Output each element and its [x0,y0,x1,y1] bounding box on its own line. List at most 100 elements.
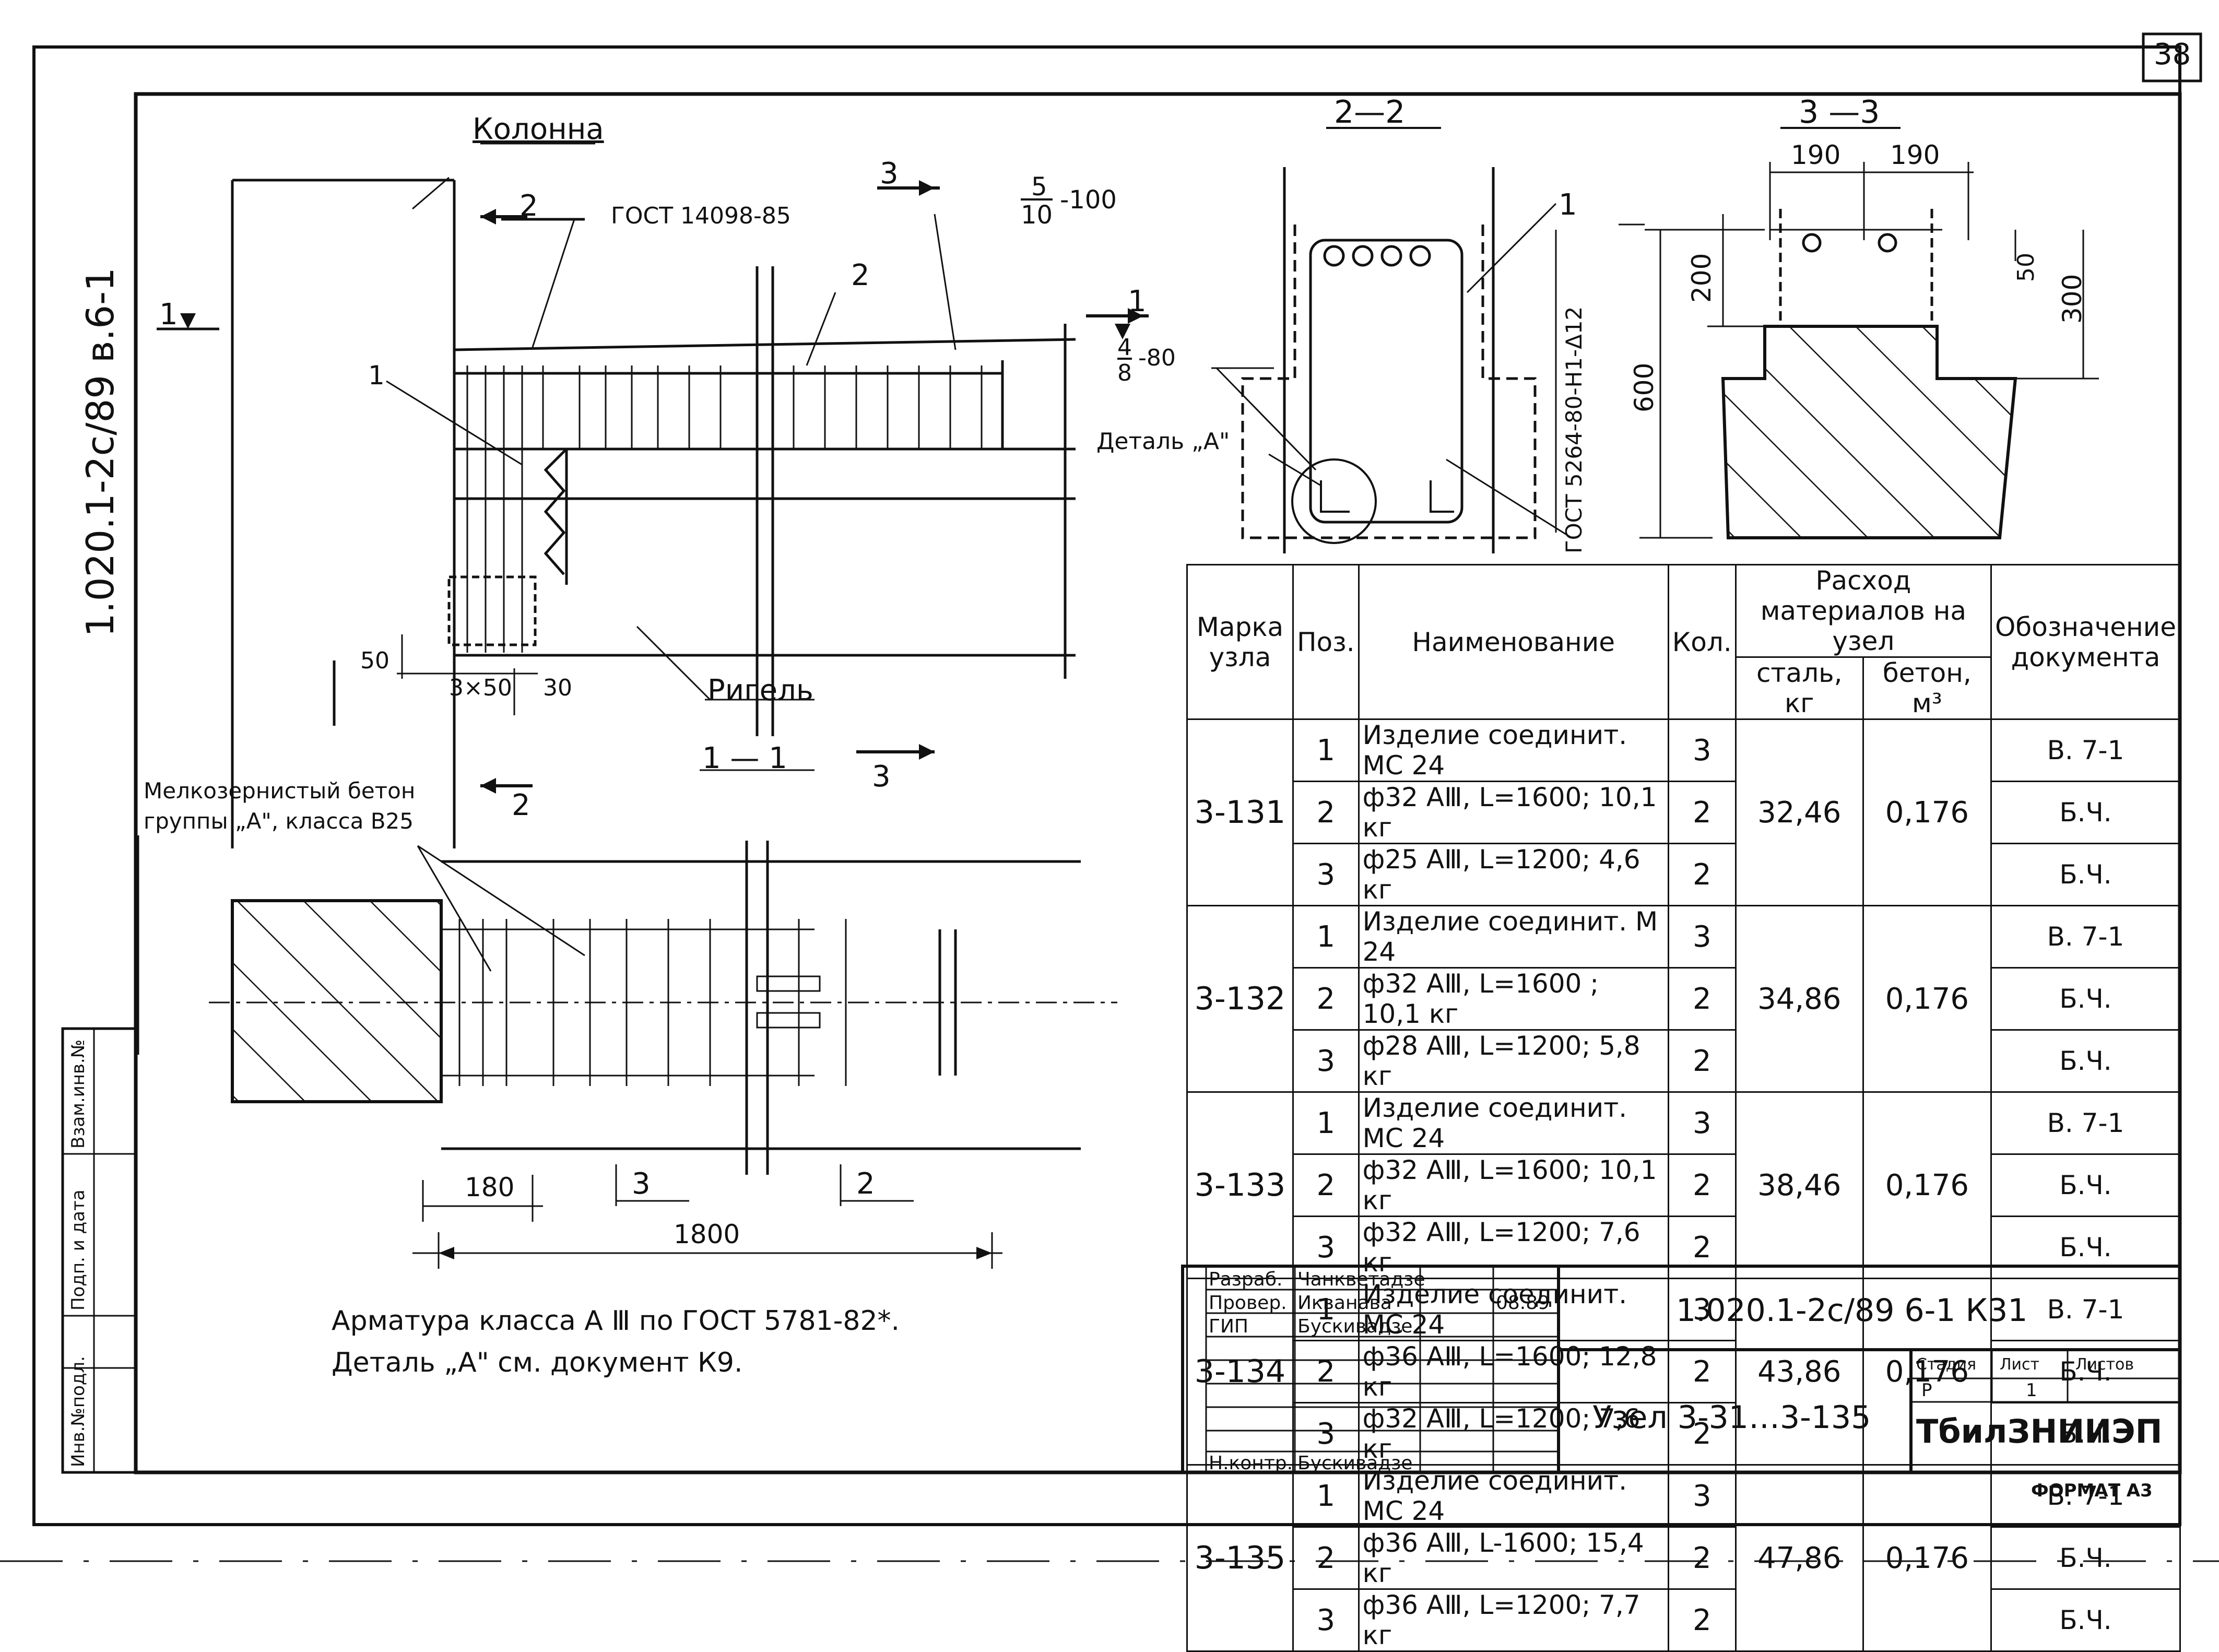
weld-mark-num: 4 [1117,334,1132,361]
column-label: Колонна [473,112,604,146]
section-mark-2-bottom: 2 [512,788,530,822]
row-pos: 1 [1292,1091,1360,1155]
row-doc: Б.Ч. [1990,1216,2181,1279]
node-mark: 3-131 [1186,718,1294,906]
section-mark-3-top: 3 [880,157,899,191]
section-1-1-title: 1 — 1 [702,741,787,775]
role-name-0: Чанкветадзе [1297,1269,1425,1290]
concrete-m3: 0,176 [1862,1091,1992,1279]
review-date: 08.89 [1496,1292,1550,1314]
section-mark-2-top: 2 [520,189,538,223]
row-doc: В. 7-1 [1990,1464,2181,1528]
row-pos: 3 [1292,1588,1360,1652]
note-line-1: Арматура класса А Ⅲ по ГОСТ 5781-82*. [332,1305,900,1337]
concrete-m3: 0,176 [1862,718,1992,906]
drawing-designation: 1.020.1-2с/89 6-1 К31 [1676,1292,2028,1329]
row-qty: 2 [1667,1029,1737,1093]
row-doc: Б.Ч. [1990,967,2181,1031]
dim-190b-label: 190 [1890,140,1940,170]
header-qty: Кол. [1667,564,1737,720]
row-name: ф25 АⅢ, L=1200; 4,6 кг [1358,843,1669,906]
header-materials: Расход материалов на узел [1734,564,1992,658]
pos-1-section-label: 1 [1559,188,1577,222]
role-label-0: Разраб. [1209,1269,1283,1290]
dim-3-plan-label: 3 [632,1167,651,1201]
dim-3x50-label: 3×50 [449,675,512,701]
steel-kg: 47,86 [1734,1464,1864,1652]
row-name: ф32 АⅢ, L=1600; 10,1 кг [1358,781,1669,844]
row-pos: 3 [1292,1216,1360,1279]
row-qty: 2 [1667,781,1737,844]
row-name: ф36 АⅢ, L-1600; 15,4 кг [1358,1526,1669,1590]
row-pos: 3 [1292,1402,1360,1466]
row-doc: В. 7-1 [1990,1278,2181,1341]
row-qty: 3 [1667,1278,1737,1341]
row-name: Изделие соединит. МС 24 [1358,1091,1669,1155]
detail-a-label: Деталь „А" [1096,428,1230,455]
dim-180-label: 180 [465,1172,515,1202]
row-qty: 3 [1667,1464,1737,1528]
side-stamp-grid [61,1027,137,1474]
node-mark: 3-134 [1186,1278,1294,1466]
spec-table: Марка узла Поз. Наименование Кол. Расход… [1186,564,2181,1652]
row-qty: 3 [1667,718,1737,782]
concrete-m3: 0,176 [1862,1278,1992,1466]
row-name: ф36 АⅢ, L=1200; 7,7 кг [1358,1588,1669,1652]
row-qty: 2 [1667,1216,1737,1279]
row-pos: 1 [1292,718,1360,782]
sheet-number: 38 [2154,38,2191,72]
plan-view [137,835,1117,1269]
header-concrete: бетон, м³ [1862,656,1992,720]
node-mark: 3-132 [1186,905,1294,1093]
dim-1800-label: 1800 [674,1219,740,1249]
row-pos: 1 [1292,1464,1360,1528]
row-pos: 1 [1292,905,1360,969]
fine-concrete-label-2: группы „А", класса В25 [144,808,414,834]
row-name: Изделие соединит. М 24 [1358,905,1669,969]
row-pos: 3 [1292,1029,1360,1093]
view-1-1 [157,143,1149,848]
header-steel: сталь, кг [1734,656,1864,720]
dim-2-plan-label: 2 [856,1167,875,1201]
row-doc: Б.Ч. [1990,843,2181,906]
row-doc: Б.Ч. [1990,1153,2181,1217]
row-name: ф32 АⅢ, L=1600; 10,1 кг [1358,1153,1669,1217]
role-name-1: Икванава [1297,1292,1392,1314]
row-name: ф32 АⅢ, L=1600 ; 10,1 кг [1358,967,1669,1031]
row-pos: 2 [1292,1526,1360,1590]
rebar-mark-den: 10 [1021,198,1053,230]
row-qty: 2 [1667,1526,1737,1590]
row-qty: 2 [1667,1588,1737,1652]
rebar-mark-num: 5 [1031,172,1047,202]
row-pos: 3 [1292,843,1360,906]
row-doc: Б.Ч. [1990,1029,2181,1093]
pos-1-label: 1 [368,360,385,391]
side-stamp-replace: Взам.инв.№ [68,1039,89,1149]
pos-2-label: 2 [851,258,870,292]
dim-300-label: 300 [2057,274,2087,324]
row-name: ф36 АⅢ, L=1600; 12,8 кг [1358,1340,1669,1403]
header-pos: Поз. [1292,564,1360,720]
weld-mark-suffix: -80 [1138,345,1176,371]
sheet-header: Лист [2000,1355,2040,1374]
section-mark-1-left: 1 [159,298,178,332]
row-pos: 2 [1292,1340,1360,1403]
drawing-title: Узел 3-31…3-135 [1592,1399,1871,1436]
row-doc: Б.Ч. [1990,1526,2181,1590]
row-qty: 2 [1667,967,1737,1031]
row-pos: 2 [1292,1153,1360,1217]
header-mark: Марка узла [1186,564,1294,720]
note-line-2: Деталь „А" см. документ К9. [332,1347,743,1378]
row-qty: 2 [1667,1340,1737,1403]
dim-30-label: 30 [543,675,572,701]
weld-mark-den: 8 [1117,358,1132,386]
role-label-1: Провер. [1209,1292,1287,1314]
gost-5264-label: ГОСТ 5264-80-Н1-Δ12 [1561,306,1587,553]
